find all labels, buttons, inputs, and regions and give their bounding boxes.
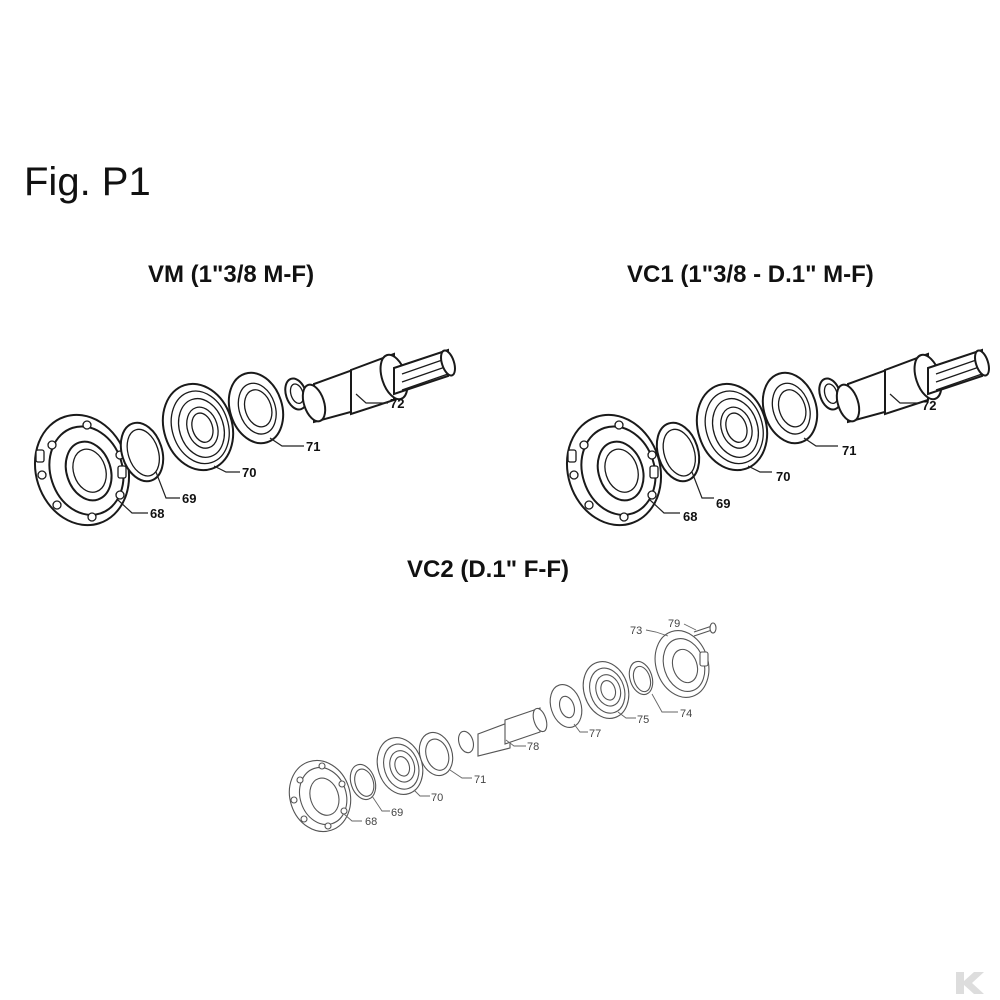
vc1-assembly: 68 69 70 71 72 (551, 347, 993, 539)
vm-title: VM (1"3/8 M-F) (148, 261, 315, 288)
vc2-leader-73 (645, 629, 669, 637)
vc2-leader-69 (371, 795, 390, 812)
vc1-part-68-flange (551, 401, 677, 539)
vc2-part-79-screw (693, 622, 717, 637)
vc1-leader-72 (889, 393, 920, 404)
vm-part-72-shaft (280, 347, 459, 426)
vc1-leader-68 (649, 499, 680, 514)
vm-callout-70: 70 (242, 465, 256, 480)
vc2-callout-70: 70 (431, 792, 443, 804)
brand-logo-icon (956, 972, 984, 994)
vm-callout-71: 71 (306, 439, 320, 454)
vc2-part-73-cover (654, 630, 710, 698)
vc2-callout-68: 68 (365, 816, 377, 828)
vm-leader-71 (269, 437, 304, 447)
vm-leader-68 (117, 499, 148, 514)
vc1-leader-70 (747, 465, 772, 473)
vm-leader-72 (355, 393, 388, 404)
vm-callout-68: 68 (150, 506, 164, 521)
vm-assembly: 68 69 70 71 72 (19, 347, 459, 539)
vc1-part-72-shaft (814, 347, 993, 426)
vc2-callout-69: 69 (391, 807, 403, 819)
vc2-callout-75: 75 (637, 714, 649, 726)
vc1-callout-72: 72 (922, 398, 936, 413)
vc2-leader-70 (413, 789, 430, 797)
figure-title: Fig. P1 (24, 160, 151, 204)
vc2-part-75-bearing (575, 655, 637, 725)
vc2-callout-71: 71 (474, 774, 486, 786)
vc2-callout-78: 78 (527, 741, 539, 753)
vc1-leader-71 (803, 437, 838, 447)
vc2-assembly: 68 69 70 71 78 77 75 74 73 79 (279, 618, 717, 841)
vc2-leader-75 (617, 711, 636, 719)
vc2-title: VC2 (D.1" F-F) (407, 556, 570, 583)
vc2-callout-73: 73 (630, 625, 642, 637)
vc1-callout-69: 69 (716, 496, 730, 511)
vm-leader-70 (213, 465, 240, 473)
vc2-part-68-flange (279, 751, 361, 841)
vc2-leader-71 (449, 769, 472, 779)
vc2-leader-79 (683, 623, 697, 631)
vc2-part-78-shaft (457, 707, 548, 757)
vc2-leader-68 (343, 813, 362, 822)
vc2-part-77-washer (549, 684, 583, 728)
vc1-callout-71: 71 (842, 443, 856, 458)
vc1-title: VC1 (1"3/8 - D.1" M-F) (627, 261, 874, 288)
vm-leader-69 (155, 471, 180, 499)
vc1-leader-69 (691, 471, 714, 499)
vc2-leader-77 (573, 723, 588, 733)
vc1-callout-68: 68 (683, 509, 697, 524)
vc2-leader-78 (505, 739, 526, 747)
vc2-callout-77: 77 (589, 728, 601, 740)
vm-callout-69: 69 (182, 491, 196, 506)
vm-part-68-flange (19, 401, 145, 539)
vc2-part-74-ring (628, 660, 654, 696)
vc2-callout-79: 79 (668, 618, 680, 630)
vm-callout-72: 72 (390, 396, 404, 411)
vc2-callout-74: 74 (680, 708, 692, 720)
vc2-leader-74 (651, 693, 678, 713)
vc1-callout-70: 70 (776, 469, 790, 484)
